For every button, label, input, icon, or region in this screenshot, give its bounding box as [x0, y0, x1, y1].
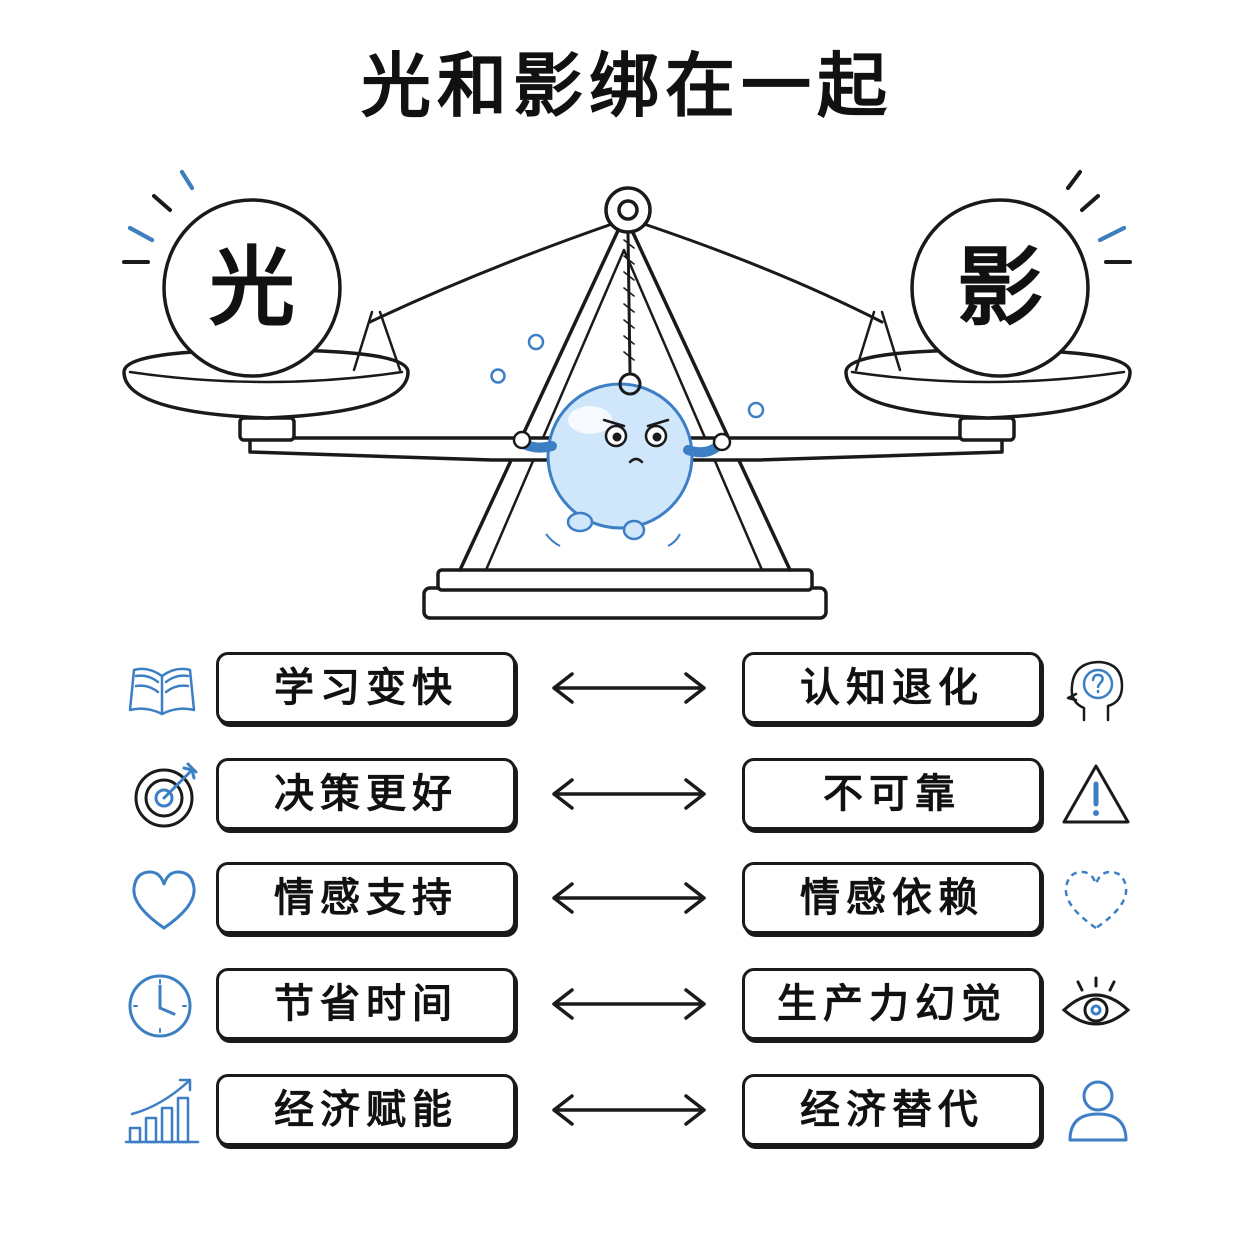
double-arrow: [552, 672, 706, 704]
heart-icon: [132, 870, 196, 930]
cost-box: 情感依赖: [742, 862, 1042, 934]
comparison-row: 学习变快 认知退化: [0, 652, 1254, 732]
pivot-ring: [604, 186, 652, 234]
scale-base-top: [436, 568, 814, 592]
double-arrow: [552, 1094, 706, 1126]
book-icon: [128, 667, 196, 716]
comparison-row: 经济赋能 经济替代: [0, 1074, 1254, 1154]
cost-box: 生产力幻觉: [742, 968, 1042, 1040]
left-ball: [162, 198, 342, 378]
balance-scale-illustration: [122, 170, 1132, 620]
benefit-box: 决策更好: [216, 758, 516, 830]
page-title: 光和影绑在一起: [361, 45, 893, 127]
bubble-character: [512, 372, 732, 547]
benefit-box: 情感支持: [216, 862, 516, 934]
person-icon: [1068, 1080, 1128, 1142]
benefit-box: 学习变快: [216, 652, 516, 724]
comparison-row: 情感支持 情感依赖: [0, 862, 1254, 942]
benefit-box: 经济赋能: [216, 1074, 516, 1146]
comparison-row: 决策更好 不可靠: [0, 758, 1254, 838]
double-arrow: [552, 778, 706, 810]
cost-box: 经济替代: [742, 1074, 1042, 1146]
eye-icon: [1061, 976, 1131, 1026]
target-icon: [134, 762, 198, 828]
cost-box: 不可靠: [742, 758, 1042, 830]
small-bubble: [527, 333, 545, 351]
shadow-ball-label: 影: [957, 238, 1043, 338]
right-rope: [642, 222, 884, 324]
light-ball-label: 光: [209, 238, 295, 338]
clock-icon: [128, 974, 192, 1038]
comparison-row: 节省时间 生产力幻觉: [0, 968, 1254, 1048]
scale-base: [422, 586, 828, 620]
dashed-heart-icon: [1064, 870, 1128, 930]
benefit-box: 节省时间: [216, 968, 516, 1040]
warning-icon: [1062, 764, 1130, 824]
growth-chart-icon: [124, 1078, 200, 1144]
small-bubble: [747, 401, 765, 419]
left-rope: [368, 222, 614, 324]
double-arrow: [552, 988, 706, 1020]
small-bubble: [490, 368, 506, 384]
hanging-rope: [626, 230, 632, 374]
double-arrow: [552, 882, 706, 914]
head-question-icon: [1066, 660, 1124, 722]
cost-box: 认知退化: [742, 652, 1042, 724]
right-pan: [844, 348, 1132, 420]
right-ball: [910, 198, 1090, 378]
